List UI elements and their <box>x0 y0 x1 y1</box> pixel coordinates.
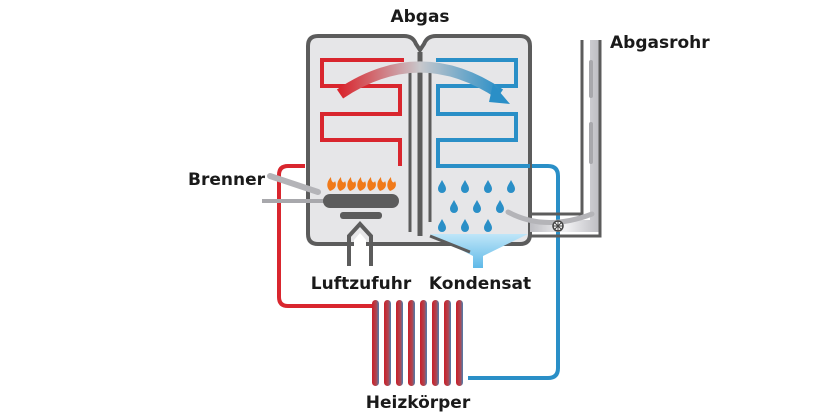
exhaust-arrow-head <box>489 84 510 104</box>
flame-icon <box>327 177 336 191</box>
water-droplet-icon <box>473 200 481 213</box>
label-radiator: Heizkörper <box>366 393 471 413</box>
flame-icon <box>357 177 366 191</box>
label-burner: Brenner <box>188 170 266 190</box>
exhaust-flow-arrow <box>336 61 504 99</box>
radiator-fin <box>456 300 463 386</box>
air-intake-inner <box>354 233 366 264</box>
air-intake-duct <box>347 221 373 266</box>
water-droplet-icon <box>461 180 469 193</box>
water-droplet-icon <box>507 180 515 193</box>
water-droplet-icon <box>461 219 469 232</box>
flame-icon <box>367 177 376 191</box>
radiator-fin <box>372 300 379 386</box>
water-droplet-icon <box>484 180 492 193</box>
flame-icon <box>377 177 386 191</box>
flue-pipe <box>505 40 602 238</box>
radiator-fin <box>384 300 391 386</box>
flue-pipe-outline <box>530 40 602 238</box>
water-droplet-icon <box>450 200 458 213</box>
radiator-fin <box>396 300 403 386</box>
water-droplet-icon <box>496 200 504 213</box>
burner-head <box>323 194 399 208</box>
radiator-fin <box>408 300 415 386</box>
return-water-pipe <box>468 164 560 380</box>
burner-pointer <box>267 173 321 195</box>
fan-blades <box>553 221 563 231</box>
burner-flames <box>327 177 396 191</box>
burner-assembly <box>262 173 399 219</box>
radiator-fin <box>420 300 427 386</box>
water-droplet-icon <box>438 180 446 193</box>
label-exhaust: Abgas <box>390 7 449 27</box>
flue-flow-arrow <box>505 209 595 225</box>
label-air-supply: Luftzufuhr <box>311 274 412 294</box>
flame-icon <box>347 177 356 191</box>
primary-heat-exchanger <box>320 58 404 166</box>
water-droplet-icon <box>484 219 492 232</box>
radiator-fin <box>444 300 451 386</box>
secondary-heat-exchanger <box>436 58 530 168</box>
flame-icon <box>387 177 396 191</box>
radiator <box>372 300 463 386</box>
label-condensate: Kondensat <box>429 274 531 294</box>
condensate-funnel-outline <box>429 234 471 254</box>
label-flue-pipe: Abgasrohr <box>610 33 710 53</box>
burner-base <box>340 212 382 219</box>
radiator-fin <box>432 300 439 386</box>
condensate-funnel <box>430 234 528 268</box>
hot-water-pipe <box>277 164 372 308</box>
flame-icon <box>337 177 346 191</box>
water-droplet-icon <box>438 219 446 232</box>
condensate-droplets <box>438 180 515 232</box>
